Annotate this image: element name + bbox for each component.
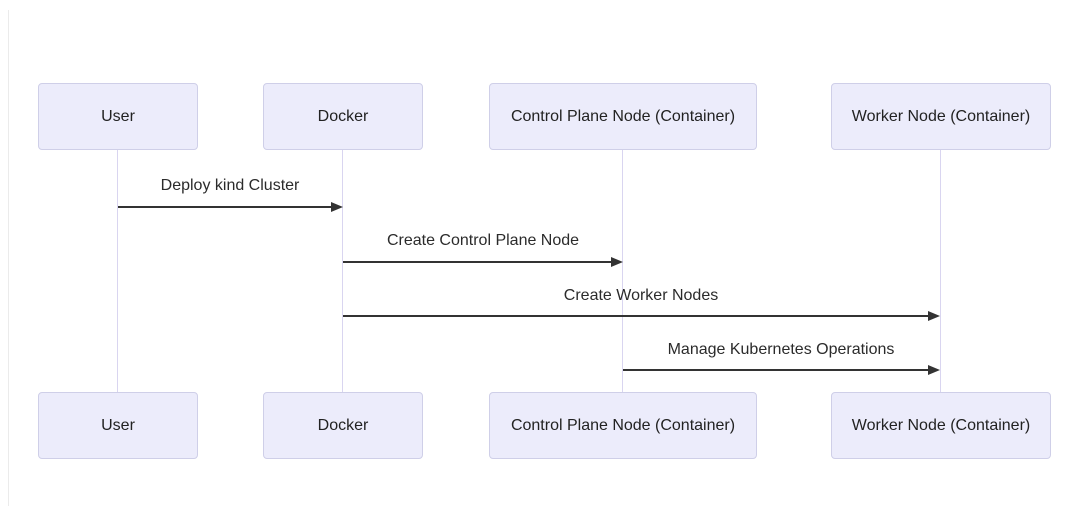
actor-top-docker: Docker bbox=[263, 83, 423, 150]
message-label: Deploy kind Cluster bbox=[160, 177, 300, 194]
message-label: Create Worker Nodes bbox=[563, 287, 719, 304]
message-arrowhead-icon bbox=[611, 257, 623, 267]
actor-label: User bbox=[101, 107, 135, 125]
actor-bottom-user: User bbox=[38, 392, 198, 459]
message-line bbox=[118, 206, 331, 208]
message-line bbox=[343, 315, 928, 317]
message-line bbox=[623, 369, 928, 371]
actor-bottom-docker: Docker bbox=[263, 392, 423, 459]
actor-top-worker-node: Worker Node (Container) bbox=[831, 83, 1051, 150]
actor-label: Worker Node (Container) bbox=[851, 416, 1031, 434]
message-label: Create Control Plane Node bbox=[386, 232, 580, 249]
message-arrowhead-icon bbox=[928, 311, 940, 321]
actor-label: User bbox=[101, 416, 135, 434]
viewport-edge-line bbox=[8, 10, 9, 506]
actor-label: Control Plane Node (Container) bbox=[510, 416, 736, 434]
actor-bottom-control-plane-node: Control Plane Node (Container) bbox=[489, 392, 757, 459]
actor-top-user: User bbox=[38, 83, 198, 150]
actor-top-control-plane-node: Control Plane Node (Container) bbox=[489, 83, 757, 150]
actor-label: Docker bbox=[317, 107, 369, 125]
lifeline-worker-node bbox=[940, 150, 941, 392]
actor-label: Docker bbox=[317, 416, 369, 434]
actor-bottom-worker-node: Worker Node (Container) bbox=[831, 392, 1051, 459]
actor-label: Control Plane Node (Container) bbox=[510, 107, 736, 125]
message-line bbox=[343, 261, 611, 263]
actor-label: Worker Node (Container) bbox=[851, 107, 1031, 125]
message-label: Manage Kubernetes Operations bbox=[667, 341, 895, 358]
message-arrowhead-icon bbox=[928, 365, 940, 375]
lifeline-control-plane-node bbox=[622, 150, 623, 392]
lifeline-docker bbox=[342, 150, 343, 392]
lifeline-user bbox=[117, 150, 118, 392]
message-arrowhead-icon bbox=[331, 202, 343, 212]
